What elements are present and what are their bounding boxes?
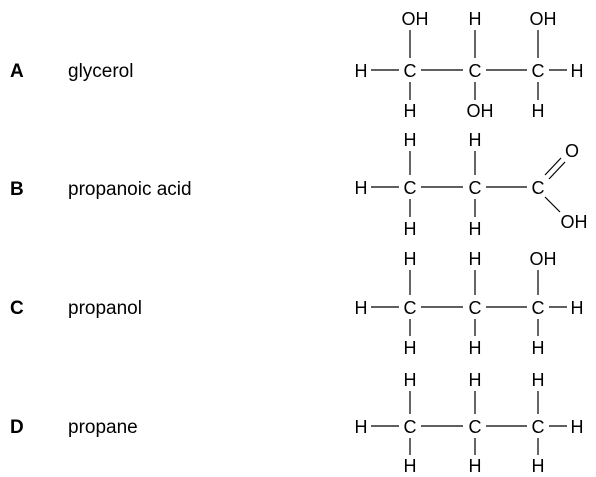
option-letter: B	[10, 179, 24, 200]
c2-top-group: H	[469, 370, 482, 390]
c3-bottom-group: H	[532, 456, 545, 476]
c1-top-group: H	[404, 249, 417, 269]
atom-oh: OH	[561, 212, 588, 232]
c1-bottom-group: H	[404, 219, 417, 239]
atom-c2: C	[469, 417, 482, 437]
double-bond	[544, 157, 562, 176]
c3-top-group: OH	[530, 249, 557, 269]
atom-h-right: H	[571, 61, 584, 81]
atom-c2: C	[469, 298, 482, 318]
atom-c2: C	[469, 178, 482, 198]
c1-bottom-group: H	[404, 338, 417, 358]
atom-c3: C	[532, 417, 545, 437]
c3-bottom-group: H	[532, 101, 545, 120]
atom-c1: C	[404, 61, 417, 81]
structural-formula-propane: H C C C H H H H H H H	[355, 370, 584, 476]
c1-bottom-group: H	[404, 456, 417, 476]
c3-top-group: H	[532, 370, 545, 390]
atom-c3: C	[532, 298, 545, 318]
c2-top-group: H	[469, 249, 482, 269]
c2-bottom-group: H	[469, 219, 482, 239]
option-a: A glycerol H C C C H OH H OH H OH H	[0, 0, 596, 120]
option-c: C propanol H C C C H H H OH H H H	[0, 240, 596, 358]
c3-bottom-group: H	[532, 338, 545, 358]
compound-name: propanoic acid	[68, 179, 192, 200]
atom-c3: C	[532, 61, 545, 81]
atom-c3: C	[532, 178, 545, 198]
compound-name: propanol	[68, 298, 142, 319]
c1-bottom-group: H	[404, 101, 417, 120]
c1-top-group: H	[404, 130, 417, 150]
atom-h-left: H	[355, 61, 368, 81]
c2-top-group: H	[469, 9, 482, 29]
atom-h-left: H	[355, 178, 368, 198]
structural-formula-propanol: H C C C H H H OH H H H	[355, 249, 584, 358]
c2-bottom-group: H	[469, 456, 482, 476]
option-letter: C	[10, 298, 24, 319]
atom-o-double: O	[565, 141, 579, 161]
bond	[544, 196, 561, 213]
atom-c2: C	[469, 61, 482, 81]
atom-c1: C	[404, 178, 417, 198]
option-letter: D	[10, 417, 24, 438]
compound-name: glycerol	[68, 61, 134, 82]
double-bond	[548, 161, 566, 180]
atom-h-left: H	[355, 417, 368, 437]
atom-h-right: H	[571, 298, 584, 318]
atom-h-right: H	[571, 417, 584, 437]
structural-formula-propanoic-acid: H C C C H H H H O OH	[355, 130, 588, 239]
option-d: D propane H C C C H H H H H H H	[0, 357, 596, 476]
c2-bottom-group: H	[469, 338, 482, 358]
option-letter: A	[10, 61, 24, 82]
c2-top-group: H	[469, 130, 482, 150]
c1-top-group: OH	[402, 9, 429, 29]
c1-top-group: H	[404, 370, 417, 390]
atom-c1: C	[404, 417, 417, 437]
compound-name: propane	[68, 417, 138, 438]
c2-bottom-group: OH	[467, 101, 494, 120]
atom-h-left: H	[355, 298, 368, 318]
option-b: B propanoic acid H C C C H H H H O OH	[0, 120, 596, 239]
structural-formula-glycerol: H C C C H OH H OH H OH H	[355, 9, 584, 120]
c3-top-group: OH	[530, 9, 557, 29]
atom-c1: C	[404, 298, 417, 318]
